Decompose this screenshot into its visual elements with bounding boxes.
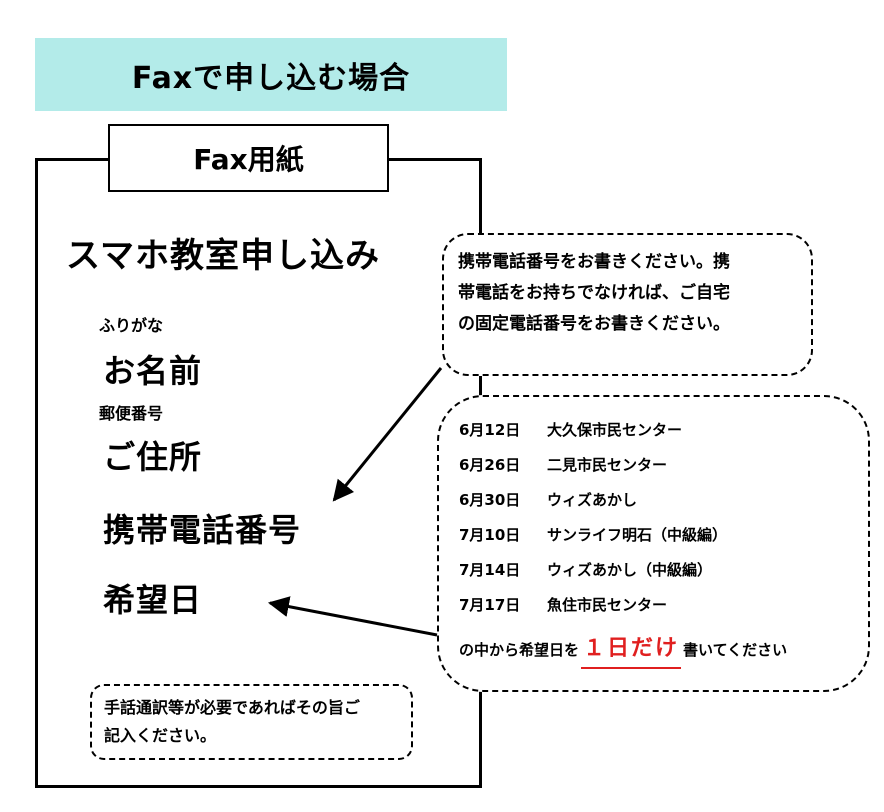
date-row: 6月26日 二見市民センター [459,448,868,483]
date-venue: サンライフ明石（中級編） [547,526,728,544]
dates-note: 6月12日 大久保市民センター 6月26日 二見市民センター 6月30日 ウィズ… [437,395,870,692]
postal-code-label: 郵便番号 [99,404,164,423]
date-venue: ウィズあかし（中級編） [547,561,713,579]
phone-note-line: 帯電話をお持ちでなければ、ご自宅 [458,283,730,303]
interpreter-note-line: 手話通訳等が必要であればその旨ご [104,698,360,717]
page-banner: Faxで申し込む場合 [35,38,507,111]
choose-suffix: 書いてください [683,641,788,659]
one-day-highlight: １日だけ [581,631,682,669]
fax-sheet [35,158,482,788]
choose-prefix: の中から希望日を [459,641,580,659]
date-day: 7月14日 [459,561,521,579]
date-venue: 大久保市民センター [547,421,683,439]
address-label: ご住所 [103,438,203,476]
furigana-label: ふりがな [99,316,164,335]
date-day: 6月30日 [459,491,521,509]
date-venue: ウィズあかし [547,491,638,509]
fax-sheet-tab-label: Fax用紙 [193,143,304,176]
date-arrow [267,596,438,637]
phone-note-line: 携帯電話番号をお書きください。携 [458,252,730,272]
date-day: 7月17日 [459,596,521,614]
fax-sheet-tab: Fax用紙 [108,124,389,192]
date-row: 7月14日 ウィズあかし（中級編） [459,553,868,588]
date-venue: 魚住市民センター [547,596,668,614]
date-row: 7月17日 魚住市民センター [459,588,868,623]
phone-note: 携帯電話番号をお書きください。携 帯電話をお持ちでなければ、ご自宅 の固定電話番… [442,233,813,376]
form-title: スマホ教室申し込み [66,236,380,276]
name-label: お名前 [103,352,203,390]
preferred-date-label: 希望日 [103,581,203,619]
date-row: 7月10日 サンライフ明石（中級編） [459,518,868,553]
date-day: 7月10日 [459,526,521,544]
choose-instruction: の中から希望日を １日だけ 書いてください [459,631,868,669]
phone-label: 携帯電話番号 [103,511,302,549]
date-row: 6月12日 大久保市民センター [459,413,868,448]
interpreter-note: 手話通訳等が必要であればその旨ご 記入ください。 [90,684,413,760]
date-row: 6月30日 ウィズあかし [459,483,868,518]
date-venue: 二見市民センター [547,456,668,474]
banner-title: Faxで申し込む場合 [131,60,411,96]
phone-arrow [332,367,443,502]
date-day: 6月12日 [459,421,521,439]
date-day: 6月26日 [459,456,521,474]
interpreter-note-line: 記入ください。 [104,726,217,745]
phone-note-line: の固定電話番号をお書きください。 [458,314,730,334]
